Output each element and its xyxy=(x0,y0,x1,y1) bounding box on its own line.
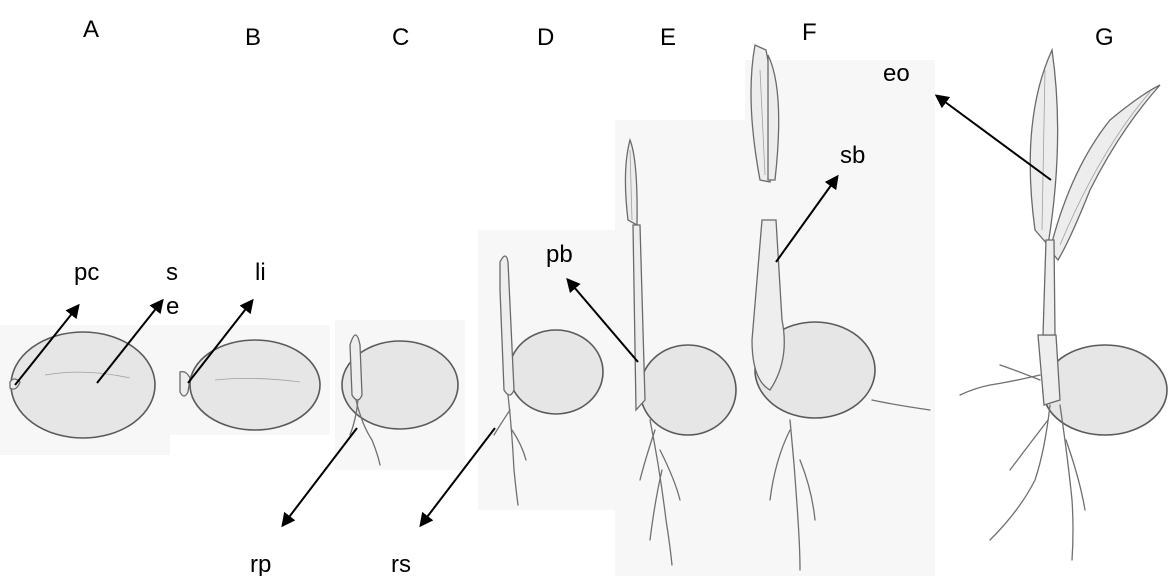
stage-label-e: E xyxy=(660,24,676,51)
stage-label-b: B xyxy=(245,24,261,51)
stage-label-f: F xyxy=(802,19,817,46)
stage-label-g: G xyxy=(1095,24,1114,51)
arrow-rp xyxy=(283,428,357,525)
stage-label-c: C xyxy=(392,24,409,51)
stage-label-a: A xyxy=(83,16,99,43)
annotation-sb: sb xyxy=(840,142,865,169)
annotation-eo: eo xyxy=(883,60,910,87)
stage-label-d: D xyxy=(537,24,554,51)
annotation-se-line2: e xyxy=(166,293,179,320)
annotation-pc: pc xyxy=(74,259,99,286)
annotation-li: li xyxy=(255,259,266,286)
stage-g-seedling xyxy=(960,50,1167,560)
annotation-rp: rp xyxy=(250,551,271,576)
annotation-se-line1: s xyxy=(166,259,178,286)
annotation-pb: pb xyxy=(546,241,573,268)
annotation-rs: rs xyxy=(391,551,411,576)
stage-a-seed xyxy=(10,332,155,438)
